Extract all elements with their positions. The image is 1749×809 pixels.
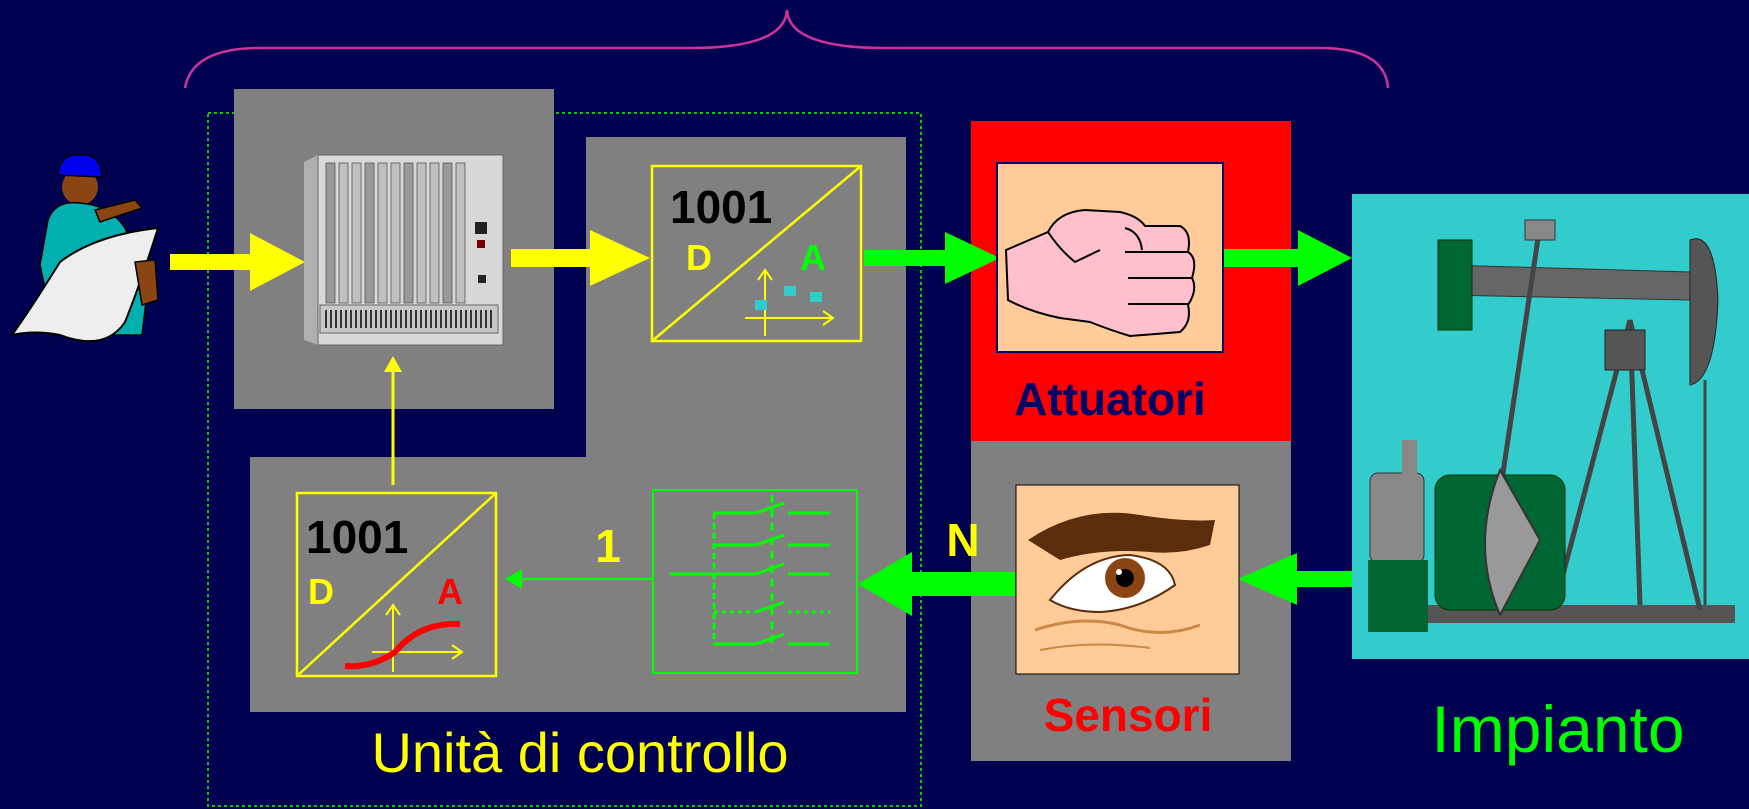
- arrow-ad-to-controller-head: [384, 356, 402, 372]
- rack-slot: [429, 162, 440, 304]
- rack-slot: [390, 162, 401, 304]
- rack-slot: [325, 162, 336, 304]
- arrow-da-to-actuator: [864, 232, 1000, 284]
- rack-computer-icon: [304, 154, 504, 346]
- arrow-operator-to-controller: [170, 233, 305, 291]
- actuators-label: Attuatori: [1014, 373, 1206, 425]
- ad-axes-icon: [372, 603, 464, 672]
- eye-icon: [1015, 484, 1240, 675]
- ad-digital-value: 1001: [306, 511, 408, 563]
- rack-slot: [416, 162, 427, 304]
- da-analog-label: A: [800, 237, 826, 278]
- rack-slots: [325, 162, 466, 304]
- ad-analog-label: A: [437, 571, 463, 612]
- rack-slot: [442, 162, 453, 304]
- fist-icon: [996, 162, 1224, 353]
- control-unit-title: Unità di controllo: [371, 721, 788, 784]
- plant-label: Impianto: [1431, 692, 1684, 766]
- da-converter: 1001 D A: [650, 164, 863, 343]
- rack-vents: [325, 310, 492, 328]
- oil-pump-jack-icon: [1368, 219, 1735, 632]
- arrow-controller-to-da: [511, 230, 650, 286]
- da-digital-label: D: [686, 237, 712, 278]
- analog-signal-arrows: [858, 230, 1352, 616]
- control-unit-boundary: [207, 112, 922, 807]
- da-digital-value: 1001: [670, 181, 772, 233]
- mux-switches: [670, 495, 830, 650]
- arrow-sensor-to-mux: [858, 552, 1015, 616]
- ad-converter: 1001 D A: [295, 491, 498, 678]
- multiplexer: [505, 489, 858, 674]
- grouping-brace: [183, 9, 1390, 89]
- rack-slot: [455, 162, 466, 304]
- mux-channel-last: N: [946, 514, 979, 566]
- rack-slot: [351, 162, 362, 304]
- rack-slot: [403, 162, 414, 304]
- rack-slot: [364, 162, 375, 304]
- arrow-plant-to-sensor: [1238, 553, 1352, 605]
- digital-signal-arrows: [170, 230, 650, 291]
- ad-digital-label: D: [308, 571, 334, 612]
- mux-channel-first: 1: [595, 520, 621, 572]
- arrow-actuator-to-plant: [1215, 230, 1352, 286]
- rack-slot: [377, 162, 388, 304]
- engineer-with-blueprint-icon: [9, 154, 160, 343]
- rack-slot: [338, 162, 349, 304]
- sensors-label: Sensori: [1044, 689, 1213, 741]
- arrow-mux-to-ad-head: [505, 569, 522, 589]
